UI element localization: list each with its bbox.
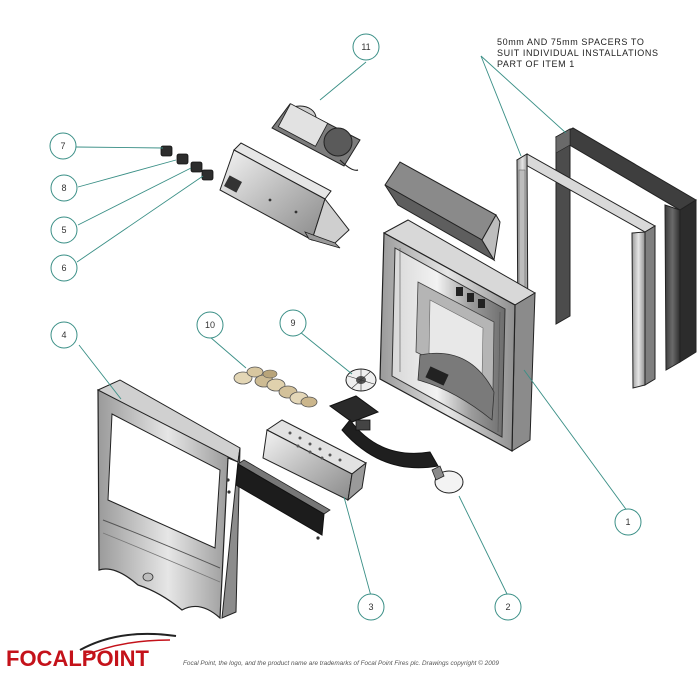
svg-text:11: 11 [361,42,370,52]
control-knob-7 [160,145,173,157]
ember-bed-strip [226,459,331,540]
fuel-bed-tray [262,419,367,502]
control-knob-8 [176,153,189,165]
callout-7: 7 [49,132,77,160]
light-bulb [431,465,464,494]
note-line-2: SUIT INDIVIDUAL INSTALLATIONS [497,48,659,58]
spacer-note: 50mm AND 75mm SPACERS TO SUIT INDIVIDUAL… [497,37,659,70]
control-knob-5 [190,161,203,173]
svg-text:2: 2 [505,602,510,612]
callout-9: 9 [279,309,307,337]
svg-text:9: 9 [290,318,295,328]
callout-10: 10 [196,311,224,339]
svg-text:1: 1 [625,517,630,527]
fire-body-chassis [379,219,536,452]
callout-5: 5 [50,216,78,244]
logo-text: FOCALPOINT [6,646,150,671]
fan-heater-unit [271,103,361,171]
control-knob-6 [201,169,214,181]
note-line-3: PART OF ITEM 1 [497,59,575,69]
callout-11: 11 [352,33,380,61]
front-fascia-frame [96,379,241,620]
lamp-bracket [328,395,439,469]
svg-text:6: 6 [61,263,66,273]
svg-text:7: 7 [60,141,65,151]
svg-text:8: 8 [61,183,66,193]
spacer-frame-50mm [516,153,656,389]
callout-2: 2 [494,593,522,621]
copyright-footer: Focal Point, the logo, and the product n… [183,660,499,667]
svg-text:4: 4 [61,330,66,340]
focalpoint-logo: FOCALPOINT [6,632,177,671]
spacer-frame-75mm [554,127,697,371]
log-set [233,366,318,408]
callout-4: 4 [50,321,78,349]
callout-3: 3 [357,593,385,621]
flicker-wheel [345,368,377,392]
svg-text:3: 3 [368,602,373,612]
callout-1: 1 [614,508,642,536]
leader-lines [75,55,629,597]
callout-8: 8 [50,174,78,202]
svg-text:10: 10 [205,320,215,330]
callout-6: 6 [50,254,78,282]
svg-text:5: 5 [61,225,66,235]
note-line-1: 50mm AND 75mm SPACERS TO [497,37,645,47]
control-panel-housing [219,142,350,249]
hood-deflector [384,161,501,262]
